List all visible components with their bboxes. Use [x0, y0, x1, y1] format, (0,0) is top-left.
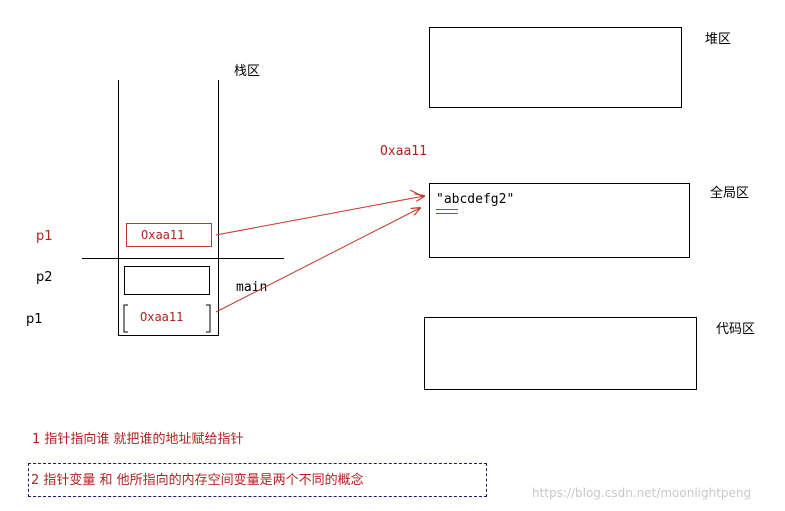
heap-region-box — [429, 27, 682, 108]
label-p2: p2 — [36, 270, 53, 285]
arrow-p1-top-to-global — [215, 196, 424, 236]
stack-cell-p1-bottom: Oxaa11 — [122, 305, 214, 333]
stack-cell-p1-top: Oxaa11 — [126, 223, 212, 247]
stack-cell-p1-bottom-value: Oxaa11 — [140, 310, 184, 324]
watermark: https://blog.csdn.net/moonlightpeng — [532, 486, 752, 500]
note-1: 1 指针指向谁 就把谁的地址赋给指针 — [32, 432, 244, 447]
stack-frame-divider — [82, 258, 284, 259]
global-string-underline — [436, 209, 458, 214]
code-region-label: 代码区 — [716, 322, 756, 337]
stack-bottom — [118, 335, 219, 336]
arrow-p1-bottom-to-global — [215, 208, 420, 313]
stack-cell-p1-top-value: Oxaa11 — [141, 228, 185, 242]
stack-right-wall — [218, 80, 219, 336]
frame-label-main: main — [236, 280, 268, 295]
global-region-box: "abcdefg2" — [429, 183, 690, 258]
bracket-left — [123, 304, 128, 333]
note-2: 2 指针变量 和 他所指向的内存空间变量是两个不同的概念 — [31, 473, 364, 488]
label-p1: p1 — [26, 312, 43, 327]
global-string-value: "abcdefg2" — [436, 192, 515, 207]
stack-title: 栈区 — [234, 64, 261, 79]
global-region-label: 全局区 — [710, 186, 750, 201]
stack-cell-p2 — [124, 266, 210, 295]
code-region-box — [424, 317, 697, 390]
address-label: Oxaa11 — [380, 144, 427, 159]
label-p1-red: p1 — [36, 229, 53, 244]
stack-left-wall — [118, 80, 119, 336]
note-2-box: 2 指针变量 和 他所指向的内存空间变量是两个不同的概念 — [28, 463, 487, 497]
heap-region-label: 堆区 — [705, 32, 732, 47]
bracket-right — [206, 304, 211, 333]
